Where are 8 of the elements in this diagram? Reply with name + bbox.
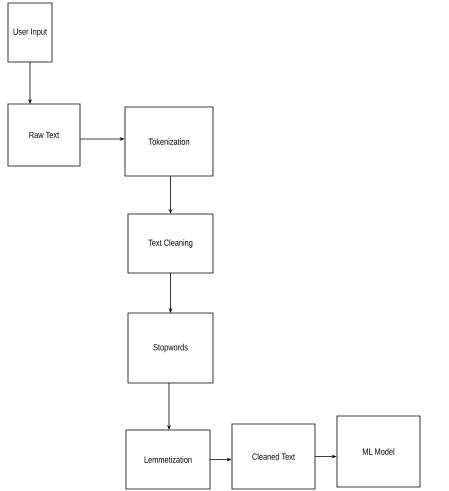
process-box: Raw Text	[8, 104, 80, 166]
process-box: Text Cleaning	[128, 214, 214, 274]
process-box: Tokenization	[124, 106, 214, 176]
process-box: Cleaned Text	[232, 424, 316, 490]
process-box: ML Model	[336, 416, 420, 488]
process-box: Stopwords	[128, 312, 214, 384]
process-box: User Input	[8, 2, 52, 62]
process-box: Lemmetization	[126, 430, 210, 490]
